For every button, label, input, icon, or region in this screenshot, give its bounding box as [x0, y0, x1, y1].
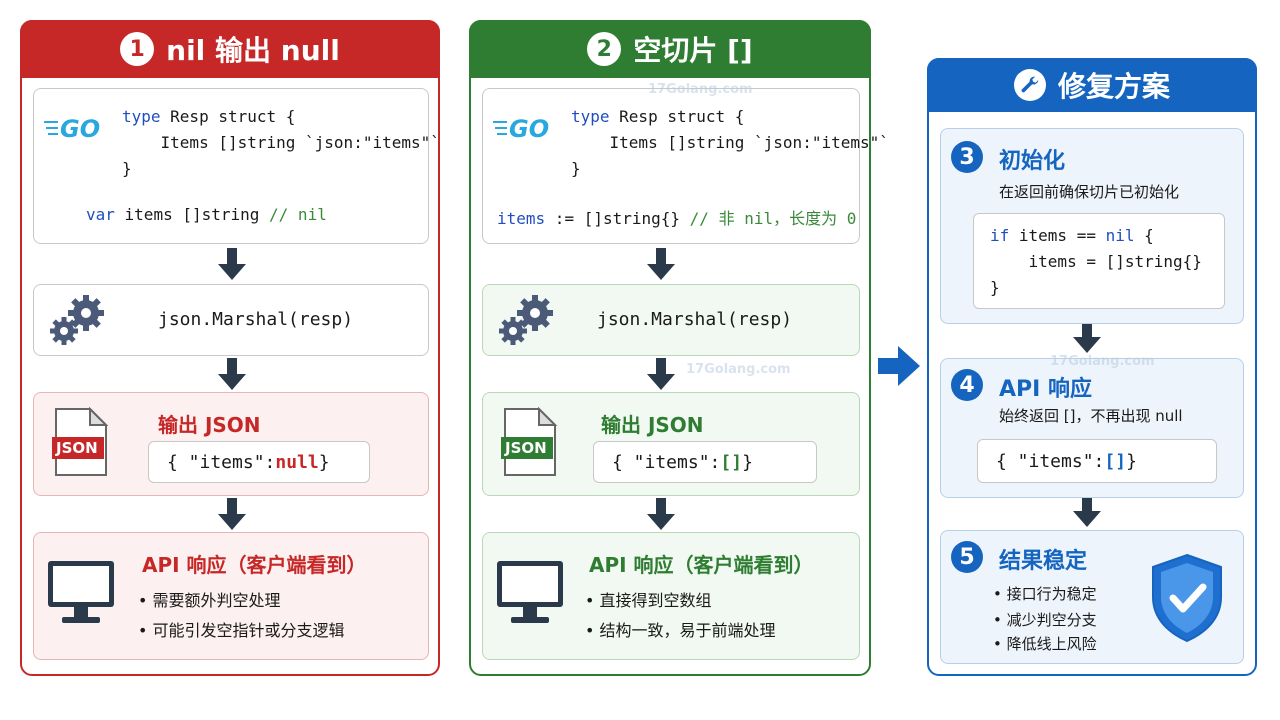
code-box: GO type Resp struct { Items []string `js…	[482, 88, 889, 244]
code-line-4: var items []string // nil	[86, 205, 327, 224]
code-line-2: items = []string{}	[990, 252, 1202, 271]
api-title: API 响应（客户端看到）	[142, 553, 367, 577]
arrow-down-icon	[218, 498, 246, 536]
api-response-box: API 响应（客户端看到） • 需要额外判空处理 • 可能引发空指针或分支逻辑	[33, 532, 429, 660]
marshal-box: json.Marshal(resp)	[33, 284, 429, 356]
panel-nil: 1 nil 输出 null GO type Resp struct { Item…	[20, 20, 440, 676]
step-api-box: 4 API 响应 始终返回 []，不再出现 null { "items": []…	[940, 358, 1244, 498]
panel-empty-slice: 2 空切片 [] GO type Resp struct { Items []s…	[469, 20, 889, 676]
json-output-box: JSON 输出 JSON { "items": [] }	[482, 392, 860, 496]
arrow-down-icon	[218, 358, 246, 396]
marshal-box: json.Marshal(resp)	[482, 284, 860, 356]
arrow-down-icon	[1073, 324, 1101, 358]
arrow-down-icon	[647, 248, 675, 286]
code-line-3: }	[122, 159, 132, 178]
code-line-1: type Resp struct {	[571, 107, 745, 126]
json-output-box: JSON 输出 JSON { "items": null }	[33, 392, 429, 496]
code-box: GO type Resp struct { Items []string `js…	[33, 88, 440, 244]
monitor-icon	[46, 559, 116, 633]
bullet-item: • 可能引发空指针或分支逻辑	[138, 621, 345, 640]
bullet-item: • 减少判空分支	[993, 611, 1097, 629]
marshal-call: json.Marshal(resp)	[597, 309, 793, 330]
gears-icon	[495, 293, 559, 353]
gears-icon	[46, 293, 110, 353]
code-line-4: items := []string{} // 非 nil，长度为 0	[497, 209, 857, 228]
init-code-box: if items == nil { items = []string{} }	[973, 213, 1225, 309]
json-output-value: { "items": null }	[148, 441, 370, 483]
monitor-icon	[495, 559, 565, 633]
json-file-icon: JSON	[52, 406, 110, 481]
bullet-item: • 结构一致，易于前端处理	[585, 621, 776, 640]
step-desc: 始终返回 []，不再出现 null	[999, 407, 1183, 425]
api-response-box: API 响应（客户端看到） • 直接得到空数组 • 结构一致，易于前端处理	[482, 532, 860, 660]
step-number: 3	[951, 141, 983, 173]
marshal-call: json.Marshal(resp)	[158, 309, 354, 330]
panel-title: 空切片 []	[633, 34, 753, 67]
json-output-value: { "items": [] }	[977, 439, 1217, 483]
arrow-down-icon	[218, 248, 246, 286]
json-output-value: { "items": [] }	[593, 441, 817, 483]
json-output-title: 输出 JSON	[158, 413, 261, 437]
step-title: 初始化	[999, 149, 1066, 174]
panel-fix-header: 修复方案	[927, 58, 1257, 112]
go-logo: GO	[44, 115, 104, 143]
code-line-1: type Resp struct {	[122, 107, 296, 126]
code-line-2: Items []string `json:"items"`	[122, 133, 440, 152]
bullet-item: • 降低线上风险	[993, 635, 1097, 653]
watermark: 17Golang.com	[1050, 354, 1155, 369]
wrench-icon	[1013, 69, 1046, 101]
arrow-down-icon	[647, 498, 675, 536]
panel-title: 修复方案	[1057, 70, 1170, 103]
bullet-item: • 直接得到空数组	[585, 591, 712, 610]
panel-nil-header: 1 nil 输出 null	[20, 20, 440, 78]
step-desc: 在返回前确保切片已初始化	[999, 183, 1180, 201]
panel-fix: 修复方案 3 初始化 在返回前确保切片已初始化 if items == nil …	[927, 58, 1257, 676]
code-line-2: Items []string `json:"items"`	[571, 133, 889, 152]
arrow-right-icon	[878, 346, 920, 390]
step-number: 5	[951, 541, 983, 573]
watermark: 17Golang.com	[686, 362, 791, 377]
step-number: 2	[587, 32, 622, 66]
code-line-1: if items == nil {	[990, 226, 1154, 245]
step-init-box: 3 初始化 在返回前确保切片已初始化 if items == nil { ite…	[940, 128, 1244, 324]
step-number: 1	[120, 32, 155, 66]
api-title: API 响应（客户端看到）	[589, 553, 814, 577]
arrow-down-icon	[647, 358, 675, 396]
shield-check-icon	[1151, 553, 1223, 647]
arrow-down-icon	[1073, 498, 1101, 532]
json-file-icon: JSON	[501, 406, 559, 481]
step-number: 4	[951, 369, 983, 401]
watermark: 17Golang.com	[648, 82, 753, 97]
panel-title: nil 输出 null	[166, 34, 340, 67]
bullet-item: • 接口行为稳定	[993, 585, 1097, 603]
step-result-box: 5 结果稳定 • 接口行为稳定 • 减少判空分支 • 降低线上风险	[940, 530, 1244, 664]
step-title: API 响应	[999, 377, 1092, 402]
go-logo: GO	[493, 115, 553, 143]
panel-empty-header: 2 空切片 []	[469, 20, 871, 78]
bullet-item: • 需要额外判空处理	[138, 591, 281, 610]
json-output-title: 输出 JSON	[601, 413, 704, 437]
code-line-3: }	[990, 278, 1000, 297]
code-line-3: }	[571, 159, 581, 178]
step-title: 结果稳定	[999, 549, 1088, 574]
